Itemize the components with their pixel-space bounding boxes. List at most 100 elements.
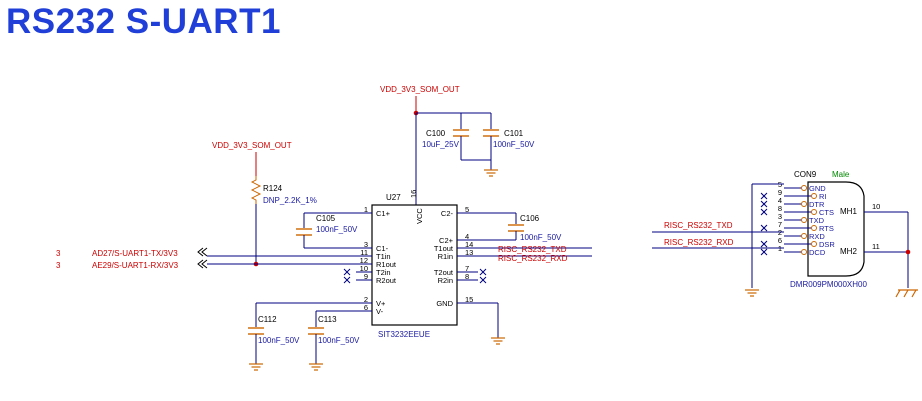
ic-ref: U27 [386,193,401,202]
ic-pin-name: R2out [376,276,397,285]
connector-wiring [652,183,909,288]
ic-pin-number: 14 [465,240,473,249]
connector-pin-name: GND [809,184,826,193]
ic-pin-number: 3 [364,240,368,249]
ic-pin-number: 6 [364,303,368,312]
connector-pin-contact [801,217,807,223]
connector-pin-name: RI [819,192,827,201]
connector-pin-contact [801,233,807,239]
ic-pin-name: C2- [441,209,454,218]
c112-value: 100nF_50V [258,336,300,345]
connector-mh2-pin: 11 [872,242,880,251]
ic-pin-name: V- [376,307,384,316]
c100-ref: C100 [426,129,446,138]
ic-pin-number: 15 [465,295,473,304]
ic-pin-number: 13 [465,248,473,257]
net-label-risc-rxd-conn: RISC_RS232_RXD [664,238,734,247]
c112-ref: C112 [258,315,277,324]
ic-pin-number: 4 [465,232,469,241]
ic-pin-name: T1out [434,244,454,253]
ground-symbol [248,363,264,371]
c113-ref: C113 [318,315,337,324]
ic-pin-name: R2in [438,276,453,285]
r124-value: DNP_2.2K_1% [263,196,317,205]
c100-value: 10uF_25V [422,140,460,149]
capacitor-c105 [296,212,356,249]
ic-left-pins [356,212,372,312]
connector-pin-contact [801,249,807,255]
connector-pin-name: DCD [809,248,826,257]
connector-pin-number: 4 [778,196,782,205]
capacitor-c101 [483,129,499,160]
net-label-vdd-top: VDD_3V3_SOM_OUT [380,85,460,94]
connector-pins: 5GND9RI4DTR8CTS3TXD7RTS2RXD6DSR1DCD [760,180,835,257]
ic-right-pins [457,212,592,304]
ic-pin-name: R1out [376,260,397,269]
db9-connector-shell [807,181,865,277]
net-label-risc-txd-conn: RISC_RS232_TXD [664,221,733,230]
connector-pin-contact [811,193,817,199]
ic-vcc-label: VCC [415,208,424,224]
ic-pin-name: R1in [438,252,453,261]
ic-pin-number: 2 [364,295,368,304]
connector-pin-name: TXD [809,216,825,225]
ic-pin-name: T2out [434,268,454,277]
c106-ref: C106 [520,214,540,223]
ic-pin-name: C1+ [376,209,391,218]
connector-pin-number: 9 [778,188,782,197]
ground-symbol [308,363,324,371]
connector-pin-number: 7 [778,220,782,229]
ic-pin-number: 12 [360,256,368,265]
capacitor-c100 [453,129,469,160]
connector-pin-name: RXD [809,232,825,241]
chassis-ground-symbol [895,289,918,298]
connector-pin-name: DSR [819,240,835,249]
ic-vcc-pin-number: 16 [409,190,418,198]
connector-ref: CON9 [794,170,817,179]
no-connect-marks [343,268,487,284]
net-label-risc-txd-ic: RISC_RS232_TXD [498,245,567,254]
no-connect-mark [760,192,768,200]
connector-pin-name: CTS [819,208,834,217]
capacitor-c113 [308,310,356,364]
ic-u27-body [371,204,458,326]
no-connect-mark [760,240,768,248]
connector-pin-number: 6 [778,236,782,245]
c105-ref: C105 [316,214,336,223]
no-connect-mark [760,224,768,232]
ic-pin-number: 7 [465,264,469,273]
vdd-top-net [413,96,492,205]
net-label-txd-in: AD27/S-UART1-TX/3V3 [92,249,178,258]
connector-pin-contact [801,201,807,207]
ic-pin-number: 10 [360,264,368,273]
connector-pin-contact [801,185,807,191]
ic-pin-name: T1in [376,252,391,261]
no-connect-mark [760,208,768,216]
c105-value: 100nF_50V [316,225,358,234]
ground-symbol [744,289,760,297]
net-label-risc-rxd-ic: RISC_RS232_RXD [498,254,568,263]
no-connect-mark [760,248,768,256]
ic-pin-name: C1- [376,244,389,253]
input-signal-nets [197,247,372,269]
no-connect-mark [760,200,768,208]
r124-ref: R124 [263,184,283,193]
ic-pin-name: T2in [376,268,391,277]
connector-mh1-pin: 10 [872,202,880,211]
c101-value: 100nF_50V [493,140,535,149]
c113-value: 100nF_50V [318,336,360,345]
connector-part-number: DMR009PM000XH00 [790,280,867,289]
capacitor-c106 [478,212,524,241]
connector-pin-name: RTS [819,224,834,233]
connector-pin-number: 3 [778,212,782,221]
ground-symbol [483,169,499,177]
connector-pin-contact [811,209,817,215]
ic-pin-number: 11 [360,248,368,257]
net-label-rxd-in: AE29/S-UART1-RX/3V3 [92,261,179,270]
connector-mh1: MH1 [840,207,857,216]
page-ref-2: 3 [56,261,61,270]
page-title: RS232 S-UART1 [6,2,281,41]
ground-symbol [490,337,506,345]
ic-pin-number: 1 [364,205,368,214]
